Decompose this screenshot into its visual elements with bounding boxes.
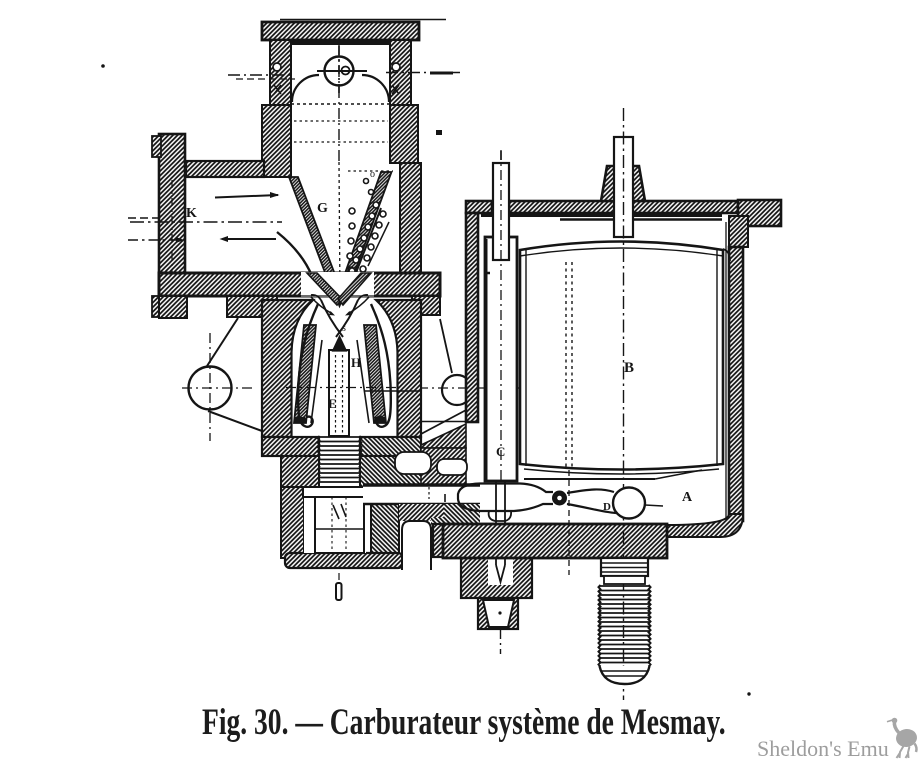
svg-text:D: D: [603, 501, 611, 513]
svg-text:C: C: [496, 444, 505, 459]
svg-text:E: E: [328, 396, 337, 411]
svg-text:A: A: [682, 490, 693, 505]
svg-text:B: B: [624, 360, 634, 376]
svg-text:Sheldon's Emu: Sheldon's Emu: [757, 736, 889, 760]
svg-text:Fig. 30. — Carburateur système: Fig. 30. — Carburateur système de Mesmay…: [202, 701, 726, 742]
svg-text:o: o: [370, 169, 375, 180]
svg-text:s: s: [342, 323, 346, 334]
svg-text:G: G: [317, 201, 328, 216]
svg-text:H: H: [351, 355, 361, 370]
svg-text:K: K: [186, 206, 197, 221]
